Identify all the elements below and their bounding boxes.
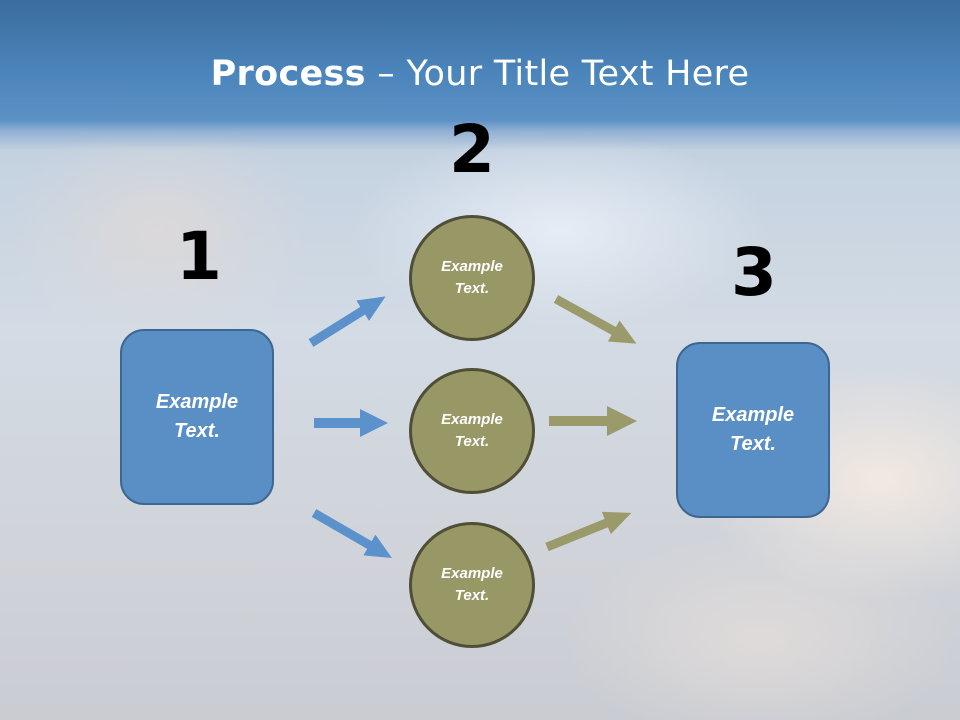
title-bold: Process xyxy=(210,54,366,94)
circle-top-line1: Example xyxy=(441,257,503,275)
right-box-line1: Example xyxy=(711,404,795,426)
arrow-from-circle-top xyxy=(553,295,637,344)
circle-middle: Example Text. xyxy=(409,368,535,494)
circle-top-line2: Text. xyxy=(454,280,490,297)
title-rest: – Your Title Text Here xyxy=(365,54,750,94)
title-band xyxy=(0,0,960,150)
circle-top: Example Text. xyxy=(409,215,535,341)
circle-bottom-line2: Text. xyxy=(454,587,490,604)
right-process-box: Example Text. xyxy=(676,342,830,518)
arrow-to-circle-bottom xyxy=(311,509,392,558)
arrow-from-circle-bottom xyxy=(545,511,632,552)
left-process-box: Example Text. xyxy=(120,329,274,505)
step-number-2: 2 xyxy=(449,111,495,188)
circle-bottom: Example Text. xyxy=(409,522,535,648)
circle-middle-line2: Text. xyxy=(454,433,490,450)
slide-title: Process – Your Title Text Here xyxy=(0,54,960,94)
circle-middle-line1: Example xyxy=(441,410,503,428)
right-box-line2: Text. xyxy=(730,433,776,455)
arrow-to-circle-middle xyxy=(314,409,388,437)
circle-bottom-line1: Example xyxy=(441,564,503,582)
arrow-to-circle-top xyxy=(308,296,386,347)
left-box-line2: Text. xyxy=(174,420,220,442)
step-number-3: 3 xyxy=(731,234,777,311)
arrow-from-circle-middle xyxy=(549,406,637,436)
left-box-line1: Example xyxy=(155,391,239,413)
step-number-1: 1 xyxy=(176,218,222,295)
